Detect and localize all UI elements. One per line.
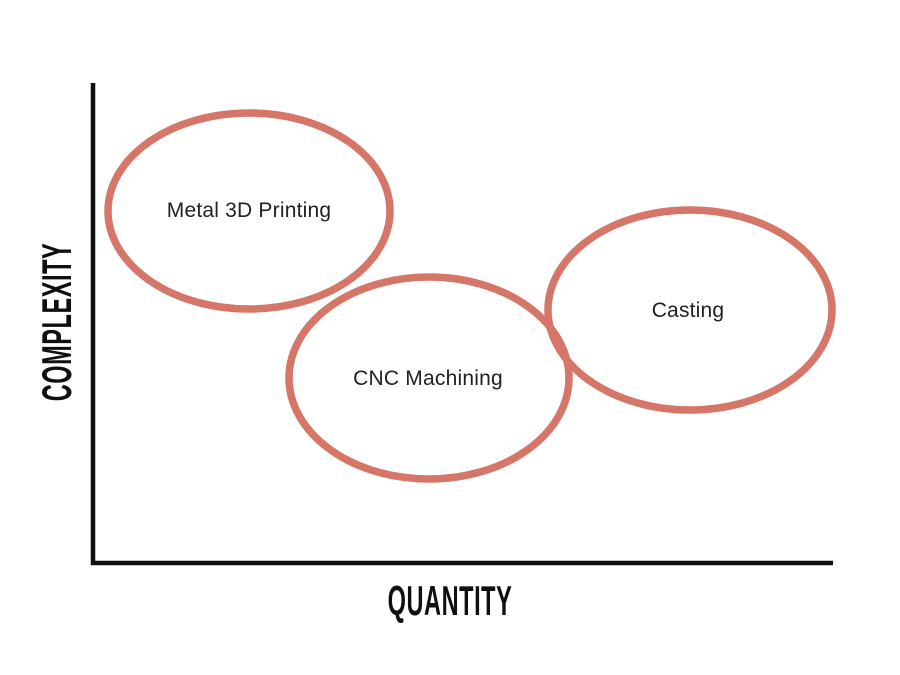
xy-axes-lines <box>90 83 833 566</box>
metal-3d-printing-label: Metal 3D Printing <box>166 199 332 222</box>
cnc-machining-ellipse <box>285 273 573 483</box>
metal-3d-printing-ellipse <box>104 109 394 313</box>
cnc-machining-label: CNC Machining <box>353 367 503 390</box>
y-axis-label: COMPLEXITY <box>33 242 80 402</box>
casting-ellipse <box>544 206 836 414</box>
x-axis-label: QUANTITY <box>387 577 513 624</box>
casting-label: Casting <box>651 299 725 322</box>
